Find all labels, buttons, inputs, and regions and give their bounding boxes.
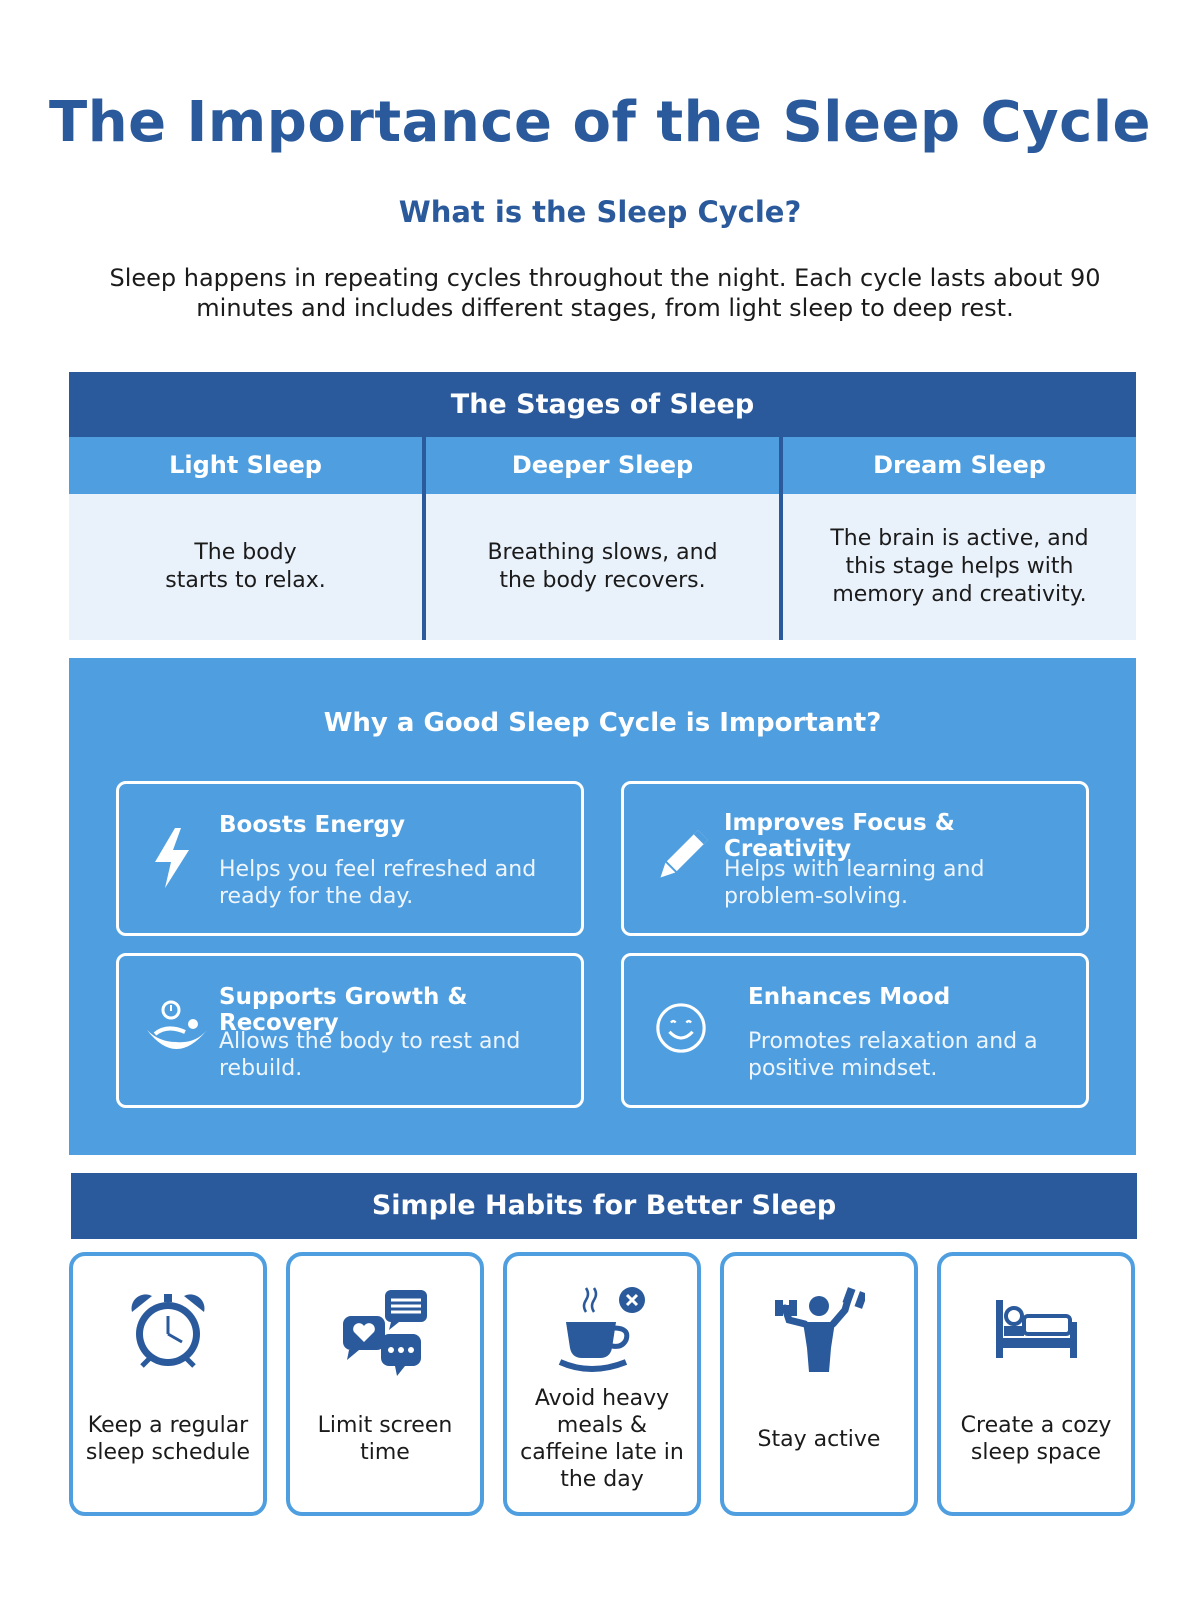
pencil-icon: [660, 830, 708, 878]
coffee-cup-icon: [558, 1287, 645, 1372]
card-text: Helps with learning and problem-solving.: [724, 857, 985, 909]
habit-card-active: Stay active: [720, 1252, 918, 1516]
habit-card-screen: Limit screen time: [286, 1252, 484, 1516]
intro-text: Sleep happens in repeating cycles throug…: [109, 264, 1101, 322]
habits-heading: Simple Habits for Better Sleep: [71, 1173, 1137, 1239]
stages-heading: The Stages of Sleep: [69, 372, 1136, 437]
card-text: Promotes relaxation and a positive minds…: [748, 1029, 1038, 1081]
alarm-clock-icon: [131, 1294, 205, 1368]
habit-card-schedule: Keep a regular sleep schedule: [69, 1252, 267, 1516]
habit-card-meals: Avoid heavy meals & caffeine late in the…: [503, 1252, 701, 1516]
page-title: The Importance of the Sleep Cycle: [49, 90, 1151, 155]
stage-deeper: Deeper Sleep Breathing slows, and the bo…: [422, 437, 779, 640]
stage-desc: The brain is active, and this stage help…: [783, 494, 1136, 640]
stage-desc: Breathing slows, and the body recovers.: [426, 494, 779, 640]
bed-icon: [996, 1300, 1077, 1358]
dumbbell-person-icon: [775, 1287, 865, 1372]
card-title: Boosts Energy: [219, 812, 405, 838]
benefit-card-growth: Supports Growth & Recovery Allows the bo…: [116, 953, 584, 1108]
stage-dream: Dream Sleep The brain is active, and thi…: [779, 437, 1136, 640]
resting-body-icon: [147, 1000, 207, 1049]
smiley-icon: [656, 1003, 706, 1053]
lightning-icon: [155, 828, 189, 888]
card-title: Improves Focus & Creativity: [724, 810, 955, 862]
card-title: Enhances Mood: [748, 984, 951, 1010]
stage-name: Light Sleep: [69, 437, 422, 494]
card-text: Helps you feel refreshed and ready for t…: [219, 857, 537, 909]
why-heading: Why a Good Sleep Cycle is Important?: [323, 708, 882, 738]
stage-name: Dream Sleep: [783, 437, 1136, 494]
habit-text: Create a cozy sleep space: [960, 1413, 1112, 1465]
stages-table: The Stages of Sleep Light Sleep The body…: [69, 372, 1136, 640]
section-subtitle: What is the Sleep Cycle?: [398, 195, 802, 229]
habit-card-space: Create a cozy sleep space: [937, 1252, 1135, 1516]
stage-desc: The body starts to relax.: [69, 494, 422, 640]
why-section: Why a Good Sleep Cycle is Important? Boo…: [69, 658, 1136, 1155]
habit-text: Keep a regular sleep schedule: [85, 1413, 251, 1465]
stage-name: Deeper Sleep: [426, 437, 779, 494]
habit-text: Stay active: [757, 1426, 881, 1452]
benefit-card-mood: Enhances Mood Promotes relaxation and a …: [621, 953, 1089, 1108]
habit-text: Limit screen time: [317, 1413, 453, 1465]
stage-light: Light Sleep The body starts to relax.: [69, 437, 422, 640]
benefit-card-focus: Improves Focus & Creativity Helps with l…: [621, 781, 1089, 936]
card-title: Supports Growth & Recovery: [219, 984, 468, 1036]
habit-text: Avoid heavy meals & caffeine late in the…: [520, 1386, 684, 1492]
chat-bubbles-icon: [343, 1290, 427, 1376]
card-text: Allows the body to rest and rebuild.: [219, 1029, 521, 1081]
benefit-card-energy: Boosts Energy Helps you feel refreshed a…: [116, 781, 584, 936]
